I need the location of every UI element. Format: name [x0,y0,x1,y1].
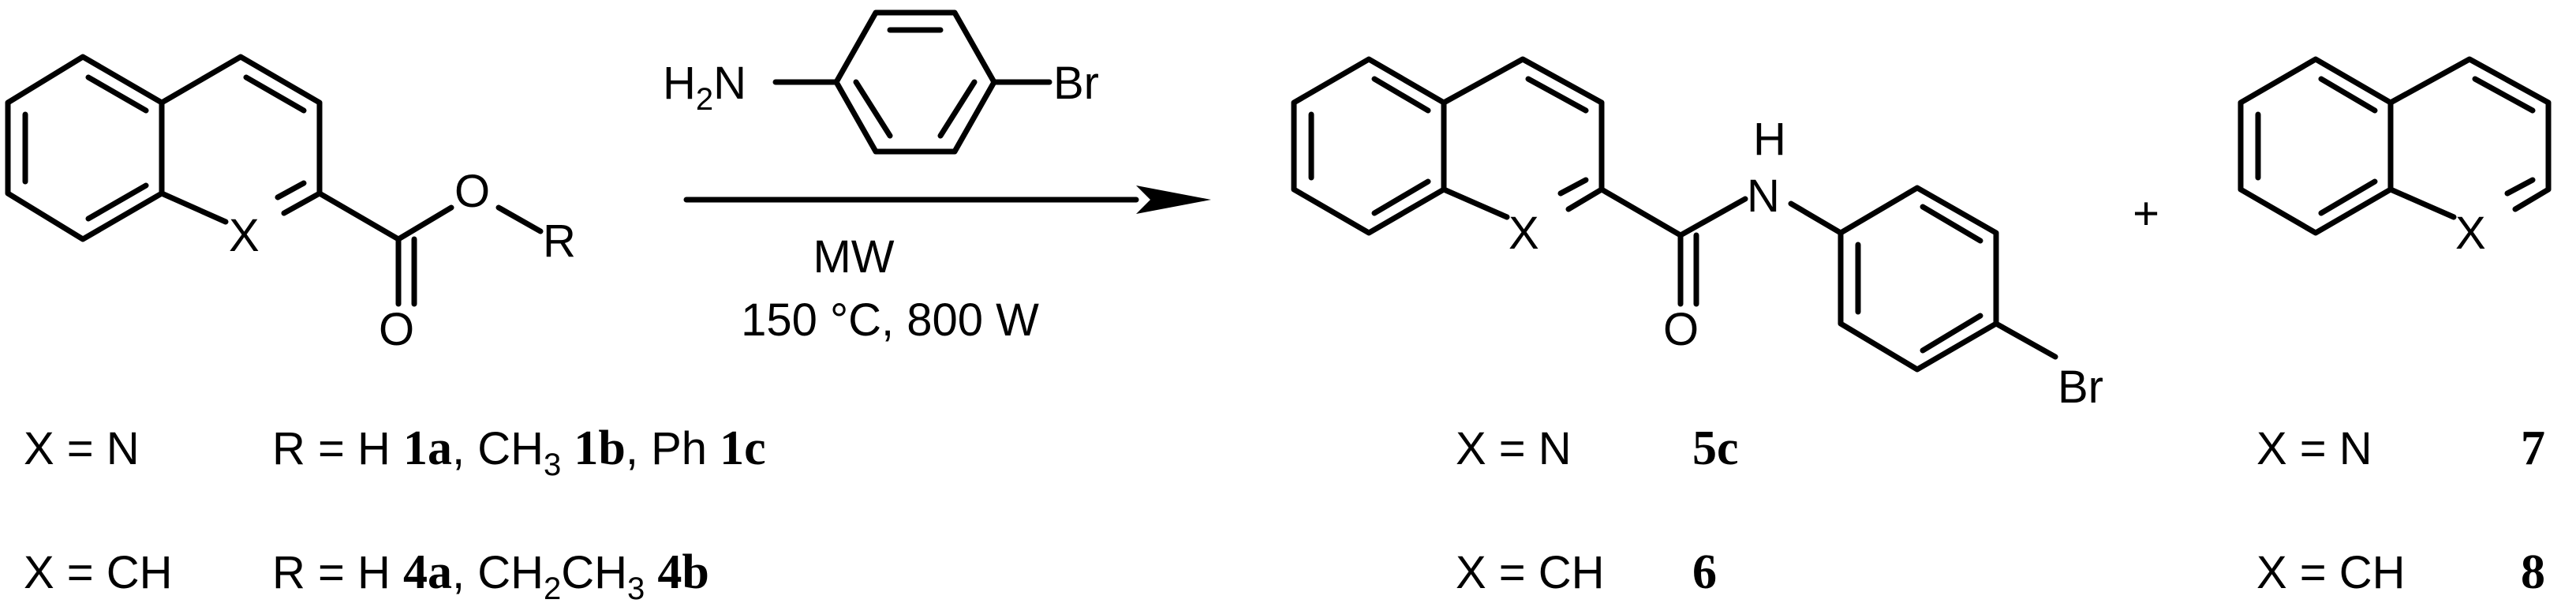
atom-o-amide: O [1663,304,1699,355]
condition-temp-power: 150 °C, 800 W [741,294,1039,346]
atom-h2n: H2N [663,58,746,117]
atom-nh-h: H [1753,114,1786,165]
condition-mw: MW [813,231,894,283]
byproduct-structure [2238,56,2552,236]
atom-br-reagent: Br [1053,58,1099,109]
label-byproduct-7: 7 [2521,422,2545,475]
reaction-arrow [683,185,1211,214]
reagent-structure [772,9,1052,155]
atom-r: R [543,215,576,267]
label-row1-x: X = N [24,423,140,474]
atom-br-product: Br [2058,362,2103,413]
label-product-6: 6 [1692,545,1717,599]
atom-o-ester: O [454,166,490,217]
starting-material-structure [5,54,544,307]
label-row2-x: X = CH [24,547,173,598]
atom-nh-n: N [1747,170,1780,222]
label-product-5c: 5c [1692,422,1739,475]
atom-x-product: X [1509,208,1539,259]
atom-o-carbonyl: O [379,304,414,355]
label-product-5c-x: X = N [1456,423,1572,474]
label-row2-r: R = H 4a, CH2CH3 4b [272,545,709,606]
atom-x-byproduct: X [2455,208,2486,259]
atom-x: X [229,210,260,261]
label-byproduct-7-x: X = N [2256,423,2372,474]
product-amide-structure [1291,56,2058,373]
label-row1-r: R = H 1a, CH3 1b, Ph 1c [272,422,766,482]
plus-sign: + [2133,188,2159,239]
label-byproduct-8-x: X = CH [2256,547,2406,598]
label-byproduct-8: 8 [2521,545,2545,599]
label-product-6-x: X = CH [1456,547,1605,598]
